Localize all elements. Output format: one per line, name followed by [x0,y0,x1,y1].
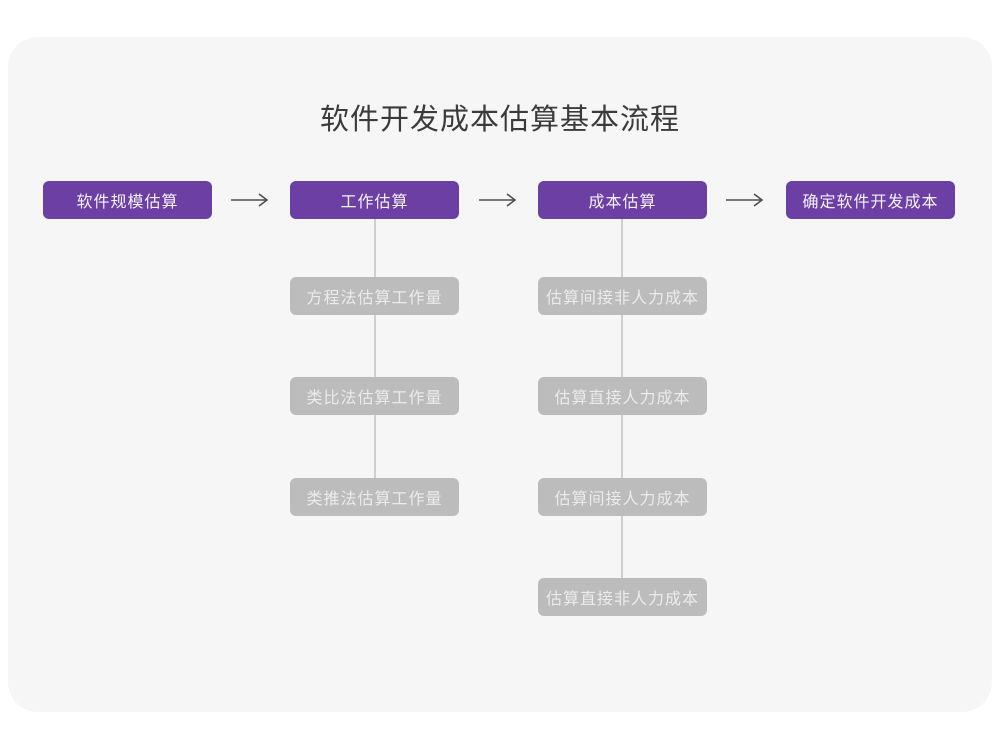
right-arrow-icon [231,193,269,207]
connector-line-work-column [374,219,376,481]
flow-node-determine-dev-cost: 确定软件开发成本 [786,181,955,219]
sub-node-direct-labor-cost: 估算直接人力成本 [538,377,707,415]
sub-node-indirect-labor-cost: 估算间接人力成本 [538,478,707,516]
right-arrow-icon [479,193,517,207]
right-arrow-icon [726,193,764,207]
flow-node-cost-estimation: 成本估算 [538,181,707,219]
sub-node-extrapolation-method: 类推法估算工作量 [290,478,459,516]
diagram-title: 软件开发成本估算基本流程 [319,104,680,136]
sub-node-direct-nonlabor-cost: 估算直接非人力成本 [538,578,707,616]
sub-node-equation-method: 方程法估算工作量 [290,277,459,315]
sub-node-indirect-nonlabor-cost: 估算间接非人力成本 [538,277,707,315]
diagram-canvas [8,37,992,712]
flow-node-work-estimation: 工作估算 [290,181,459,219]
flow-node-software-scale-estimation: 软件规模估算 [43,181,212,219]
sub-node-analogy-method: 类比法估算工作量 [290,377,459,415]
